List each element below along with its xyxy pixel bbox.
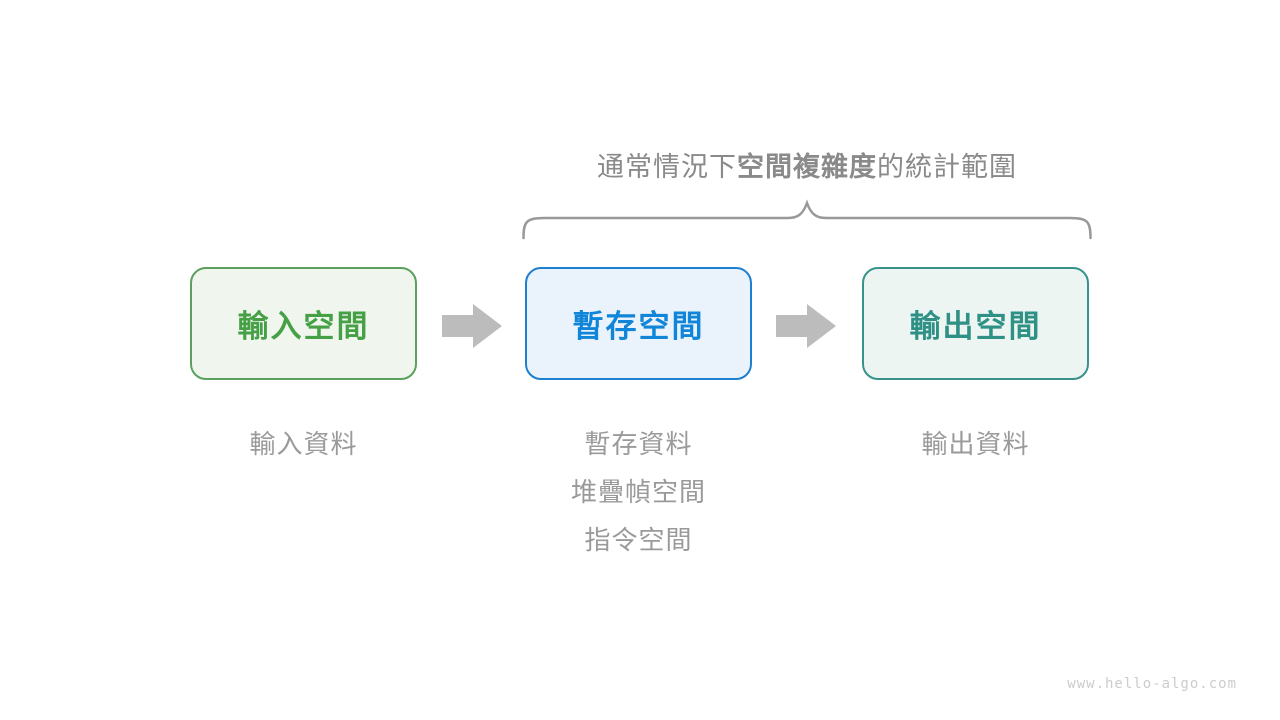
box-input-space: 輸入空間: [190, 267, 417, 380]
note-temp-data: 暫存資料: [584, 429, 693, 459]
box-input-space-label: 輸入空間: [237, 309, 370, 344]
box-output-space: 輸出空間: [862, 267, 1089, 380]
box-temp-space-label: 暫存空間: [572, 309, 705, 344]
arrow-right-icon: [776, 304, 836, 348]
note-input-data: 輸入資料: [249, 429, 358, 459]
watermark: www.hello-algo.com: [1067, 676, 1237, 692]
note-stack-frame-space: 堆疊幀空間: [570, 477, 706, 507]
box-output-space-label: 輸出空間: [909, 309, 1042, 344]
note-output-data: 輸出資料: [921, 429, 1030, 459]
box-temp-space: 暫存空間: [525, 267, 752, 380]
title-prefix: 通常情況下: [597, 152, 737, 182]
arrow-right-icon: [442, 304, 502, 348]
scope-brace: [522, 199, 1092, 240]
diagram-title: 通常情況下空間複雜度的統計範圍: [520, 145, 1094, 182]
note-instruction-space: 指令空間: [584, 525, 693, 555]
title-bold-term: 空間複雜度: [737, 152, 877, 182]
title-suffix: 的統計範圍: [877, 152, 1017, 182]
